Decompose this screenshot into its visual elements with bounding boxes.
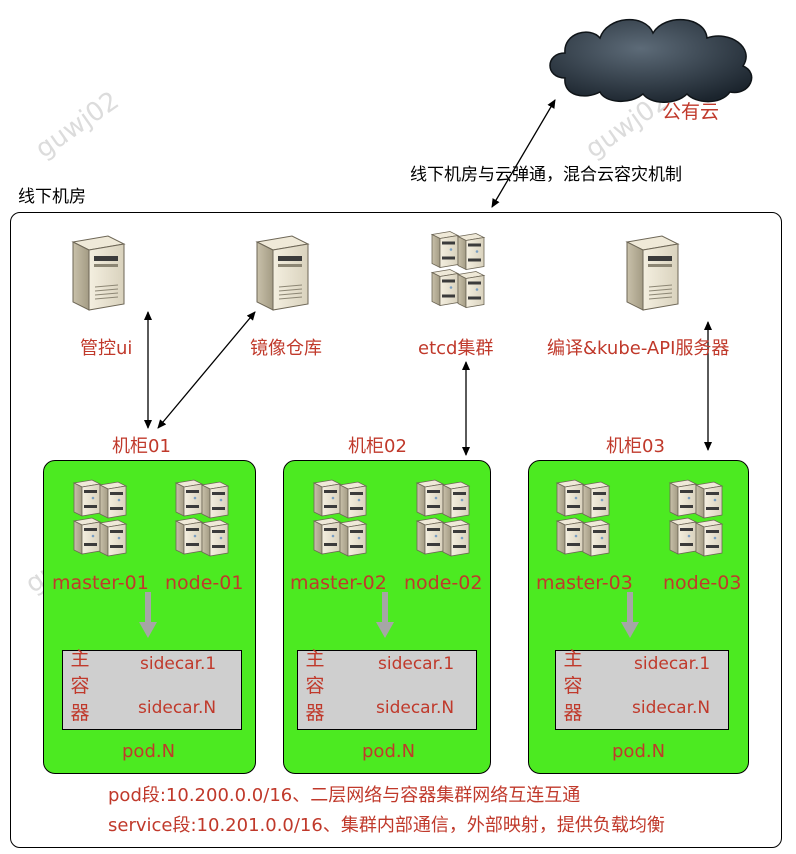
pod-name-label: pod.N bbox=[612, 741, 666, 762]
service-label-kubeapi: 编译&kube-API服务器 bbox=[547, 338, 730, 359]
server-cluster-icon bbox=[174, 468, 234, 568]
worker-node-label: node-01 bbox=[165, 572, 244, 594]
pod-box bbox=[297, 650, 477, 730]
server-cluster-icon bbox=[72, 468, 132, 568]
cloud-etcd-arrow bbox=[491, 99, 556, 208]
tower-server-icon bbox=[68, 232, 128, 312]
cloud-label: 公有云 bbox=[662, 101, 720, 123]
tower-server-icon bbox=[622, 232, 682, 312]
master-node-label: master-01 bbox=[52, 572, 149, 594]
service-label-registry: 镜像仓库 bbox=[250, 338, 322, 359]
master-node-label: master-03 bbox=[536, 572, 633, 594]
main-container-label: 主容器 bbox=[70, 648, 90, 724]
registry-rack01-arrow bbox=[157, 311, 256, 429]
pod-box bbox=[555, 650, 729, 730]
server-cluster-icon bbox=[668, 468, 728, 568]
down-arrow-icon bbox=[621, 592, 639, 638]
service-cidr-note: service段:10.201.0.0/16、集群内部通信，外部映射，提供负载均… bbox=[108, 815, 665, 836]
worker-node-label: node-02 bbox=[404, 572, 483, 594]
rack-title: 机柜03 bbox=[606, 436, 665, 457]
server-cluster-icon bbox=[555, 468, 615, 568]
cloud-icon bbox=[549, 19, 753, 103]
server-cluster-icon bbox=[312, 468, 372, 568]
down-arrow-icon bbox=[139, 592, 157, 638]
sidecar-last-label: sidecar.N bbox=[138, 698, 217, 718]
pod-cidr-note: pod段:10.200.0.0/16、二层网络与容器集群网络互连互通 bbox=[108, 785, 581, 806]
server-cluster-icon bbox=[430, 222, 490, 317]
main-container-label: 主容器 bbox=[305, 648, 325, 724]
sidecar-last-label: sidecar.N bbox=[632, 698, 711, 718]
down-arrow-icon bbox=[376, 592, 394, 638]
sidecar-first-label: sidecar.1 bbox=[140, 654, 217, 674]
rack-title: 机柜02 bbox=[348, 436, 407, 457]
pod-name-label: pod.N bbox=[362, 741, 416, 762]
service-label-ui: 管控ui bbox=[80, 338, 133, 359]
server-cluster-icon bbox=[415, 468, 475, 568]
onprem-datacenter-frame bbox=[10, 212, 782, 848]
pod-box bbox=[62, 650, 242, 730]
rack-title: 机柜01 bbox=[112, 436, 171, 457]
sidecar-first-label: sidecar.1 bbox=[378, 654, 455, 674]
master-node-label: master-02 bbox=[290, 572, 387, 594]
service-label-etcd: etcd集群 bbox=[418, 338, 494, 359]
sidecar-first-label: sidecar.1 bbox=[634, 654, 711, 674]
pod-name-label: pod.N bbox=[122, 741, 176, 762]
sidecar-last-label: sidecar.N bbox=[376, 698, 455, 718]
worker-node-label: node-03 bbox=[663, 572, 742, 594]
tower-server-icon bbox=[252, 232, 312, 312]
main-container-label: 主容器 bbox=[563, 648, 583, 724]
onprem-datacenter-label: 线下机房 bbox=[18, 187, 86, 207]
